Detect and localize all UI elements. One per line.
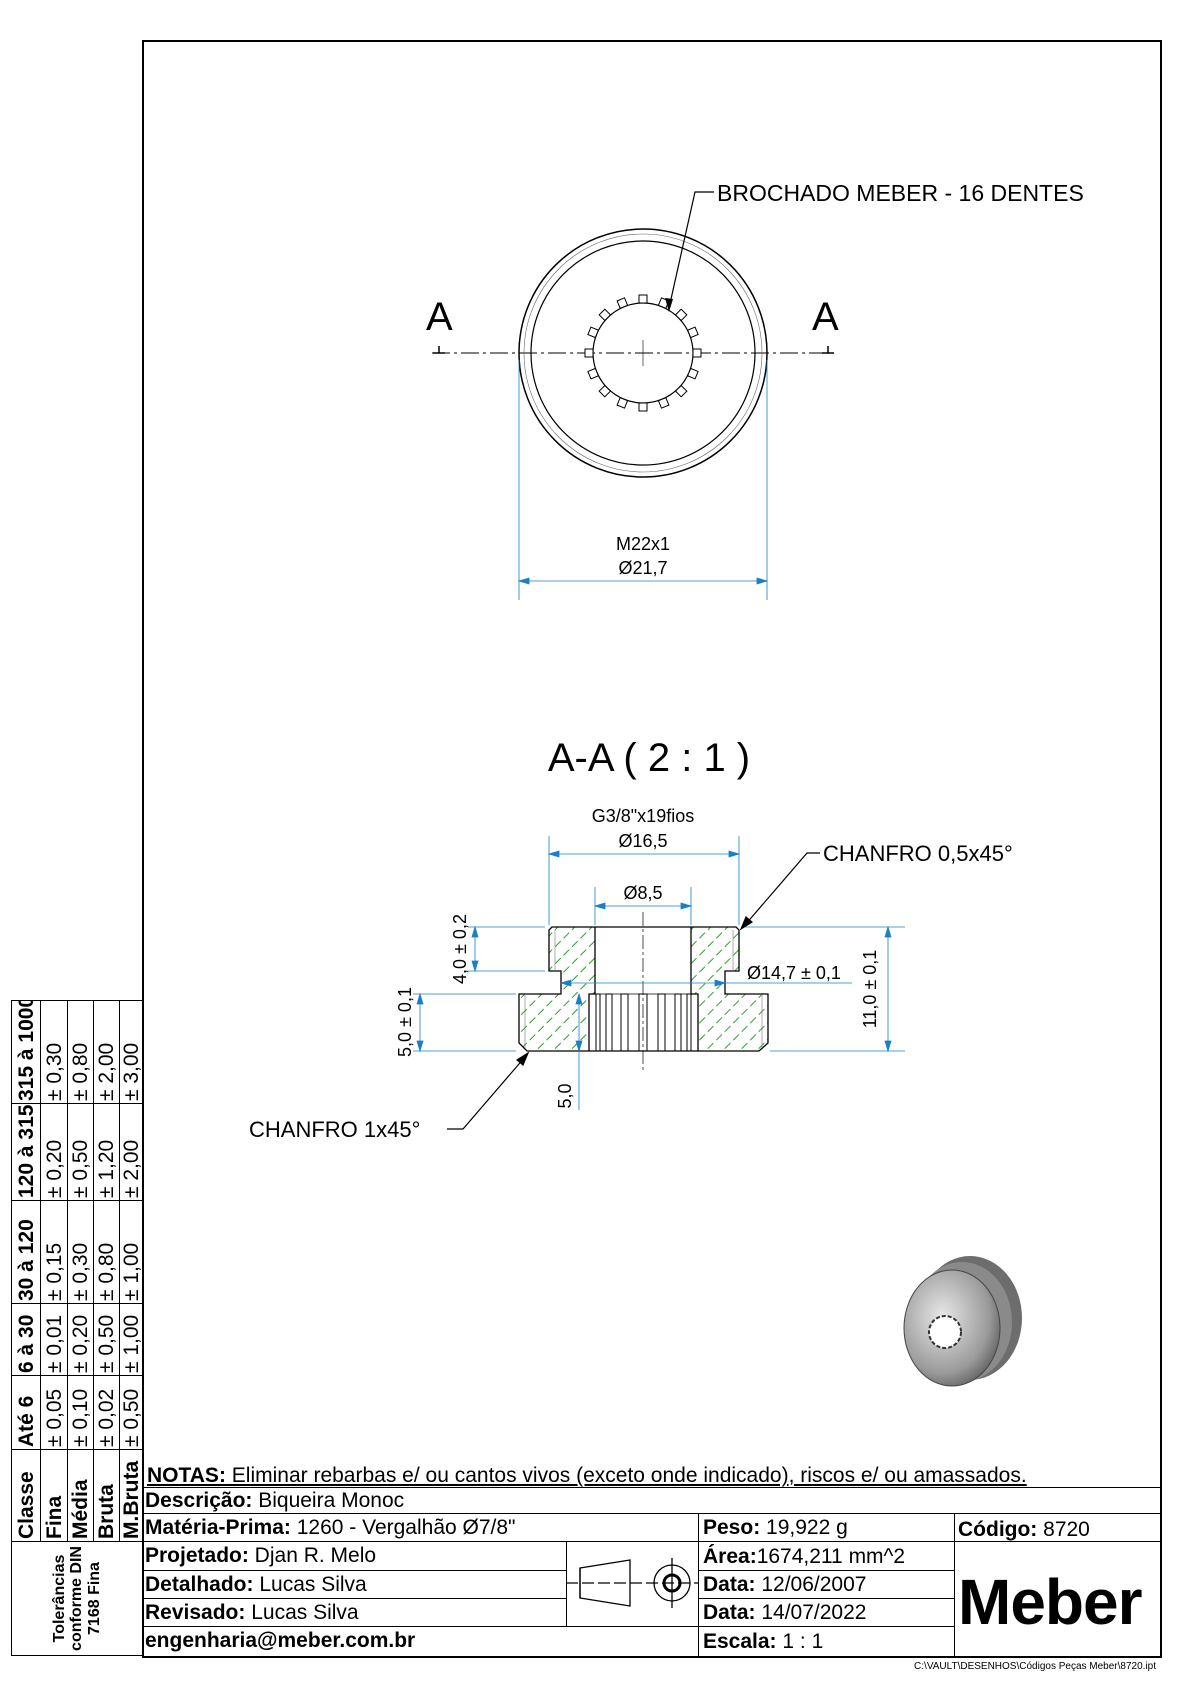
projection-symbol-icon <box>566 1558 698 1608</box>
section-view <box>518 912 769 1070</box>
tolerance-value: ± 0,50 <box>119 1375 143 1450</box>
revisado: Revisado: Lucas Silva <box>145 1601 359 1624</box>
chamfer-leaders <box>447 852 820 1130</box>
part-3d-render <box>903 1256 1022 1387</box>
broach-tooth <box>638 402 648 412</box>
email-link[interactable]: engenharia@meber.com.br <box>145 1629 416 1652</box>
broach-tooth <box>616 297 629 309</box>
dim-spline-depth: 5,0 <box>555 1083 575 1108</box>
broach-tooth <box>584 348 594 358</box>
broach-tooth <box>598 384 612 398</box>
class-label: M.Bruta <box>119 1449 143 1542</box>
section-marker-left: A <box>426 295 453 339</box>
dim-thread-m22: M22x1 <box>616 534 670 554</box>
tolerance-table: Tolerâncias conforme DIN 7168 Fina Class… <box>11 1000 143 1656</box>
callout-leader <box>668 191 714 309</box>
data-criacao: Data: 12/06/2007 <box>703 1573 867 1596</box>
tolerance-value: ± 0,20 <box>67 1303 94 1376</box>
dim-total-height: 11,0 ± 0,1 <box>860 950 880 1029</box>
data-revisao: Data: 14/07/2022 <box>703 1601 867 1624</box>
class-label: Bruta <box>93 1449 120 1542</box>
broach-tooth <box>587 367 599 380</box>
tolerance-value: ± 0,80 <box>67 1000 94 1104</box>
broach-tooth <box>587 326 599 339</box>
projetado: Projetado: Djan R. Melo <box>145 1544 377 1567</box>
broach-teeth <box>584 294 702 412</box>
tolerance-title: Tolerâncias conforme DIN 7168 Fina <box>11 1541 143 1656</box>
dim-outer-16-5: Ø16,5 <box>618 831 667 851</box>
broach-tooth <box>616 397 629 409</box>
materia-prima: Matéria-Prima: 1260 - Vergalhão Ø7/8" <box>145 1516 516 1539</box>
tolerance-value: ± 0,30 <box>40 1000 68 1104</box>
descricao: Descrição: Biqueira Monoc <box>145 1489 405 1512</box>
broach-tooth <box>674 308 688 322</box>
section-title: A-A ( 2 : 1 ) <box>548 736 750 780</box>
top-view <box>432 191 834 478</box>
header-range: 6 à 30 <box>11 1303 41 1376</box>
dim-neck-14-7: Ø14,7 ± 0,1 <box>747 963 841 983</box>
class-label: Fina <box>40 1449 68 1542</box>
section-marker-right: A <box>812 295 839 339</box>
detalhado: Detalhado: Lucas Silva <box>145 1573 367 1596</box>
chamfer-top-label: CHANFRO 0,5x45° <box>823 841 1013 866</box>
file-path: C:\VAULT\DESENHOS\Códigos Peças Meber\87… <box>914 1661 1156 1672</box>
broach-tooth <box>674 384 688 398</box>
dim-g38: G3/8"x19fios <box>592 806 694 826</box>
tolerance-value: ± 1,00 <box>119 1200 143 1304</box>
section-left <box>518 926 596 1052</box>
header-range: 315 à 1000 <box>11 1000 41 1104</box>
tolerance-value: ± 1,20 <box>93 1103 120 1201</box>
broach-tooth <box>657 397 670 409</box>
dim-base-height: 5,0 ± 0,1 <box>395 987 415 1057</box>
class-label: Média <box>67 1449 94 1542</box>
tolerance-value: ± 0,50 <box>67 1103 94 1201</box>
dim-top-height: 4,0 ± 0,2 <box>450 914 470 984</box>
meber-logo: Meber <box>958 1566 1142 1638</box>
tolerance-value: ± 0,15 <box>40 1200 68 1304</box>
codigo: Código: 8720 <box>958 1518 1090 1541</box>
header-classe: Classe <box>11 1449 41 1542</box>
outer-circle <box>518 228 768 478</box>
area: Área:1674,211 mm^2 <box>703 1545 906 1568</box>
broach-tooth <box>598 308 612 322</box>
tolerance-value: ± 0,30 <box>67 1200 94 1304</box>
dim-bore-8-5: Ø8,5 <box>623 883 662 903</box>
header-range: Até 6 <box>11 1375 41 1450</box>
callout-broach: BROCHADO MEBER - 16 DENTES <box>717 180 1084 206</box>
broach-tooth <box>638 294 648 304</box>
tolerance-value: ± 2,00 <box>93 1000 120 1104</box>
broach-tooth <box>687 326 699 339</box>
tolerance-value: ± 0,05 <box>40 1375 68 1450</box>
tolerance-value: ± 2,00 <box>119 1103 143 1201</box>
drawing-frame <box>142 40 1162 1658</box>
chamfer-bottom-label: CHANFRO 1x45° <box>249 1117 420 1142</box>
broach-tooth <box>692 348 702 358</box>
tolerance-value: ± 1,00 <box>119 1303 143 1376</box>
tolerance-value: ± 0,20 <box>40 1103 68 1201</box>
escala: Escala: 1 : 1 <box>703 1630 824 1653</box>
section-dimensions <box>413 836 905 1110</box>
tolerance-value: ± 0,10 <box>67 1375 94 1450</box>
dim-diameter-21-7: Ø21,7 <box>618 558 667 578</box>
spline-slots <box>595 993 692 1052</box>
tolerance-value: ± 0,02 <box>93 1375 120 1450</box>
notes: NOTAS: Eliminar rebarbas e/ ou cantos vi… <box>147 1464 1027 1487</box>
tolerance-value: ± 0,80 <box>93 1200 120 1304</box>
dimension-m22 <box>517 360 769 600</box>
broach-tooth <box>687 367 699 380</box>
tolerance-value: ± 0,01 <box>40 1303 68 1376</box>
tolerance-value: ± 3,00 <box>119 1000 143 1104</box>
tolerance-value: ± 0,50 <box>93 1303 120 1376</box>
header-range: 30 à 120 <box>11 1200 41 1304</box>
peso: Peso: 19,922 g <box>703 1516 848 1539</box>
header-range: 120 à 315 <box>11 1103 41 1201</box>
section-right <box>690 926 769 1052</box>
